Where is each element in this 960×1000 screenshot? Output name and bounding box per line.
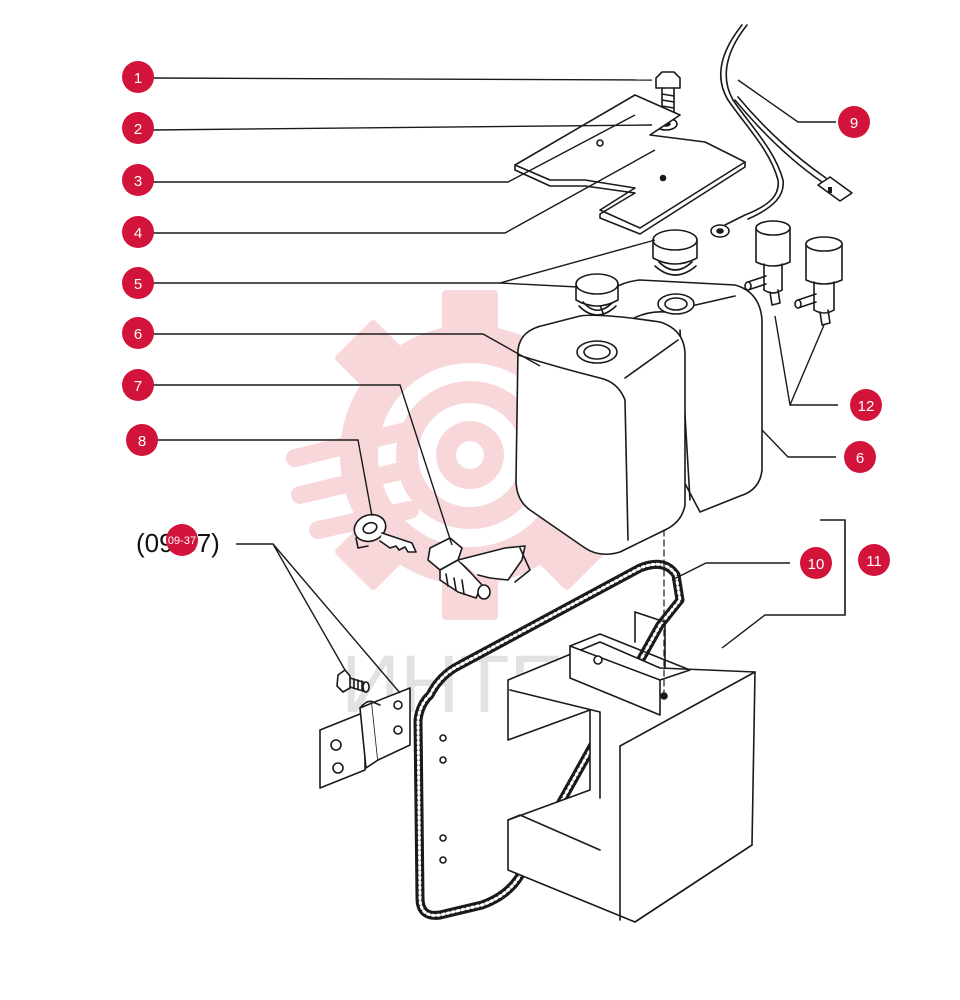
svg-text:9: 9 xyxy=(850,115,858,132)
reference-badge: 09-37 xyxy=(166,524,198,556)
svg-text:09-37: 09-37 xyxy=(168,535,196,547)
svg-text:12: 12 xyxy=(858,398,875,415)
callout-badge: 1 xyxy=(122,61,154,93)
svg-text:4: 4 xyxy=(134,225,142,242)
svg-text:2: 2 xyxy=(134,121,142,138)
svg-text:11: 11 xyxy=(866,553,882,570)
tank-cap-part xyxy=(652,229,698,276)
svg-text:5: 5 xyxy=(134,276,142,293)
callout-badge: 6 xyxy=(122,317,154,349)
washer-pump-part xyxy=(744,220,791,306)
svg-text:3: 3 xyxy=(134,173,142,190)
svg-text:6: 6 xyxy=(856,450,864,467)
mounting-plate-part xyxy=(514,94,746,229)
gasket-part xyxy=(413,559,685,920)
svg-text:7: 7 xyxy=(134,378,142,395)
callout-badge: 10 xyxy=(800,547,832,579)
leader-lines xyxy=(151,77,846,694)
washer-pump-part xyxy=(794,236,843,326)
callout-badge: 5 xyxy=(122,267,154,299)
callout-badge: 4 xyxy=(122,216,154,248)
bolt-part xyxy=(655,71,681,113)
svg-text:1: 1 xyxy=(134,70,142,87)
tank-cap-part xyxy=(575,273,619,316)
svg-text:8: 8 xyxy=(138,433,146,450)
svg-text:6: 6 xyxy=(134,326,142,343)
callout-badge: 7 xyxy=(122,369,154,401)
callout-badge: 6 xyxy=(844,441,876,473)
callout-badge: 8 xyxy=(126,424,158,456)
svg-text:10: 10 xyxy=(808,556,825,573)
callout-badge: 2 xyxy=(122,112,154,144)
callout-badge: 11 xyxy=(858,544,890,576)
fluid-tank-part xyxy=(515,314,686,556)
key-part xyxy=(353,513,417,553)
lock-part xyxy=(427,537,531,600)
callout-badge: 9 xyxy=(838,106,870,138)
bracket-box-part xyxy=(439,611,756,923)
callout-badge: 3 xyxy=(122,164,154,196)
callout-badge: 12 xyxy=(850,389,882,421)
hinge-part xyxy=(319,687,411,789)
cable-part xyxy=(710,24,853,238)
